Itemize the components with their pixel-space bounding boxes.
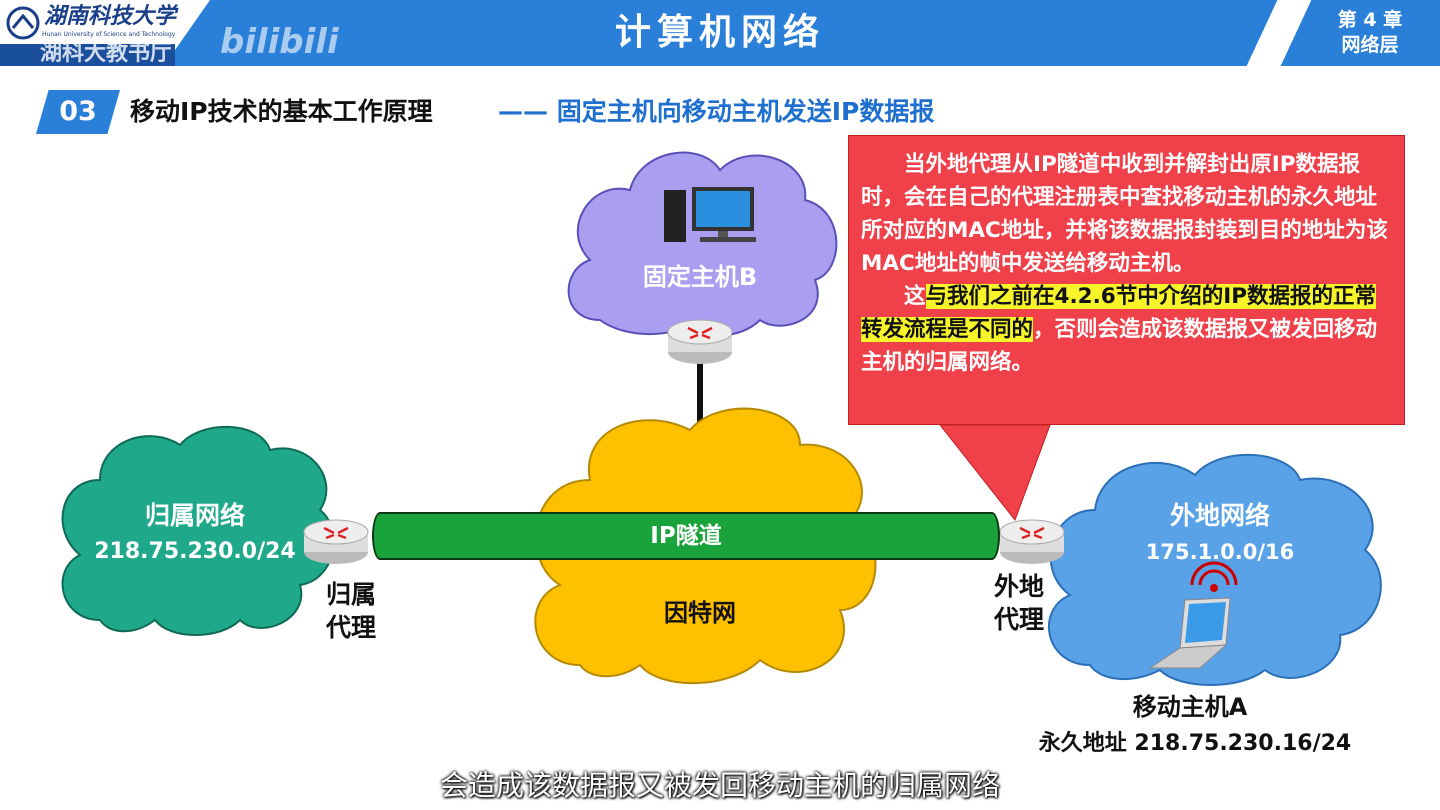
header-bar [0, 0, 1440, 66]
ip-tunnel: IP隧道 [372, 512, 1000, 560]
home-agent-line2: 代理 [325, 613, 376, 642]
section-badge: 03 [36, 90, 120, 134]
internet-label: 因特网 [664, 599, 736, 627]
callout-paragraph-1: 当外地代理从IP隧道中收到并解封出原IP数据报时，会在自己的代理注册表中查找移动… [861, 152, 1388, 276]
purple-cloud [567, 151, 838, 337]
logo-text: 湖南科技大学 [44, 3, 177, 29]
callout-text: ，否则会造成该数据报又被发回移动主机的归属网络。 [861, 317, 1378, 375]
chapter-label: 第 4 章网络层 [1330, 8, 1410, 58]
desktop-computer-icon [664, 187, 756, 242]
foreign-network-address: 175.1.0.0/16 [1145, 540, 1295, 564]
home-network-address: 218.75.230.0/24 [94, 539, 296, 564]
home-network-label: 归属网络 [144, 501, 245, 530]
fixed-host-label: 固定主机B [642, 263, 758, 291]
home-agent-line1: 归属 [325, 580, 376, 609]
university-emblem-icon [6, 6, 40, 40]
section-subtitle: —— 固定主机向移动主机发送IP数据报 [498, 97, 935, 126]
watermark: 湖科大教书厅 [40, 41, 173, 66]
mobile-host-label: 移动主机A [1132, 693, 1248, 721]
foreign-network-label: 外地网络 [1169, 501, 1270, 530]
page-title: 计算机网络 [614, 12, 825, 53]
callout-text: 这 [904, 284, 926, 309]
home-agent-label: 归属代理 [316, 578, 386, 644]
callout-paragraph-2: 这与我们之前在4.2.6节中介绍的IP数据报的正常转发流程是不同的，否则会造成该… [849, 280, 1404, 379]
chapter-number: 第 4 章 [1337, 9, 1403, 31]
router-icon-top [667, 319, 733, 364]
green-cloud [61, 425, 335, 636]
chapter-name: 网络层 [1341, 34, 1399, 56]
foreign-agent-line2: 代理 [993, 605, 1044, 634]
logo-strip [0, 44, 175, 66]
foreign-agent-label: 外地代理 [984, 570, 1054, 636]
router-icon-home [303, 519, 369, 564]
video-subtitle: 会造成该数据报又被发回移动主机的归属网络 [439, 769, 1000, 802]
section-title: 移动IP技术的基本工作原理 [130, 97, 433, 126]
foreign-agent-line1: 外地 [993, 572, 1044, 601]
explanation-callout: 当外地代理从IP隧道中收到并解封出原IP数据报时，会在自己的代理注册表中查找移动… [848, 135, 1405, 425]
callout-pointer [938, 424, 1051, 522]
logo-english: Hunan University of Science and Technolo… [42, 31, 176, 38]
router-icon-foreign [999, 519, 1065, 564]
laptop-wifi-icon [1148, 561, 1238, 669]
mobile-host-address: 永久地址 218.75.230.16/24 [1038, 731, 1352, 756]
bilibili-watermark: bilibili [220, 22, 339, 62]
